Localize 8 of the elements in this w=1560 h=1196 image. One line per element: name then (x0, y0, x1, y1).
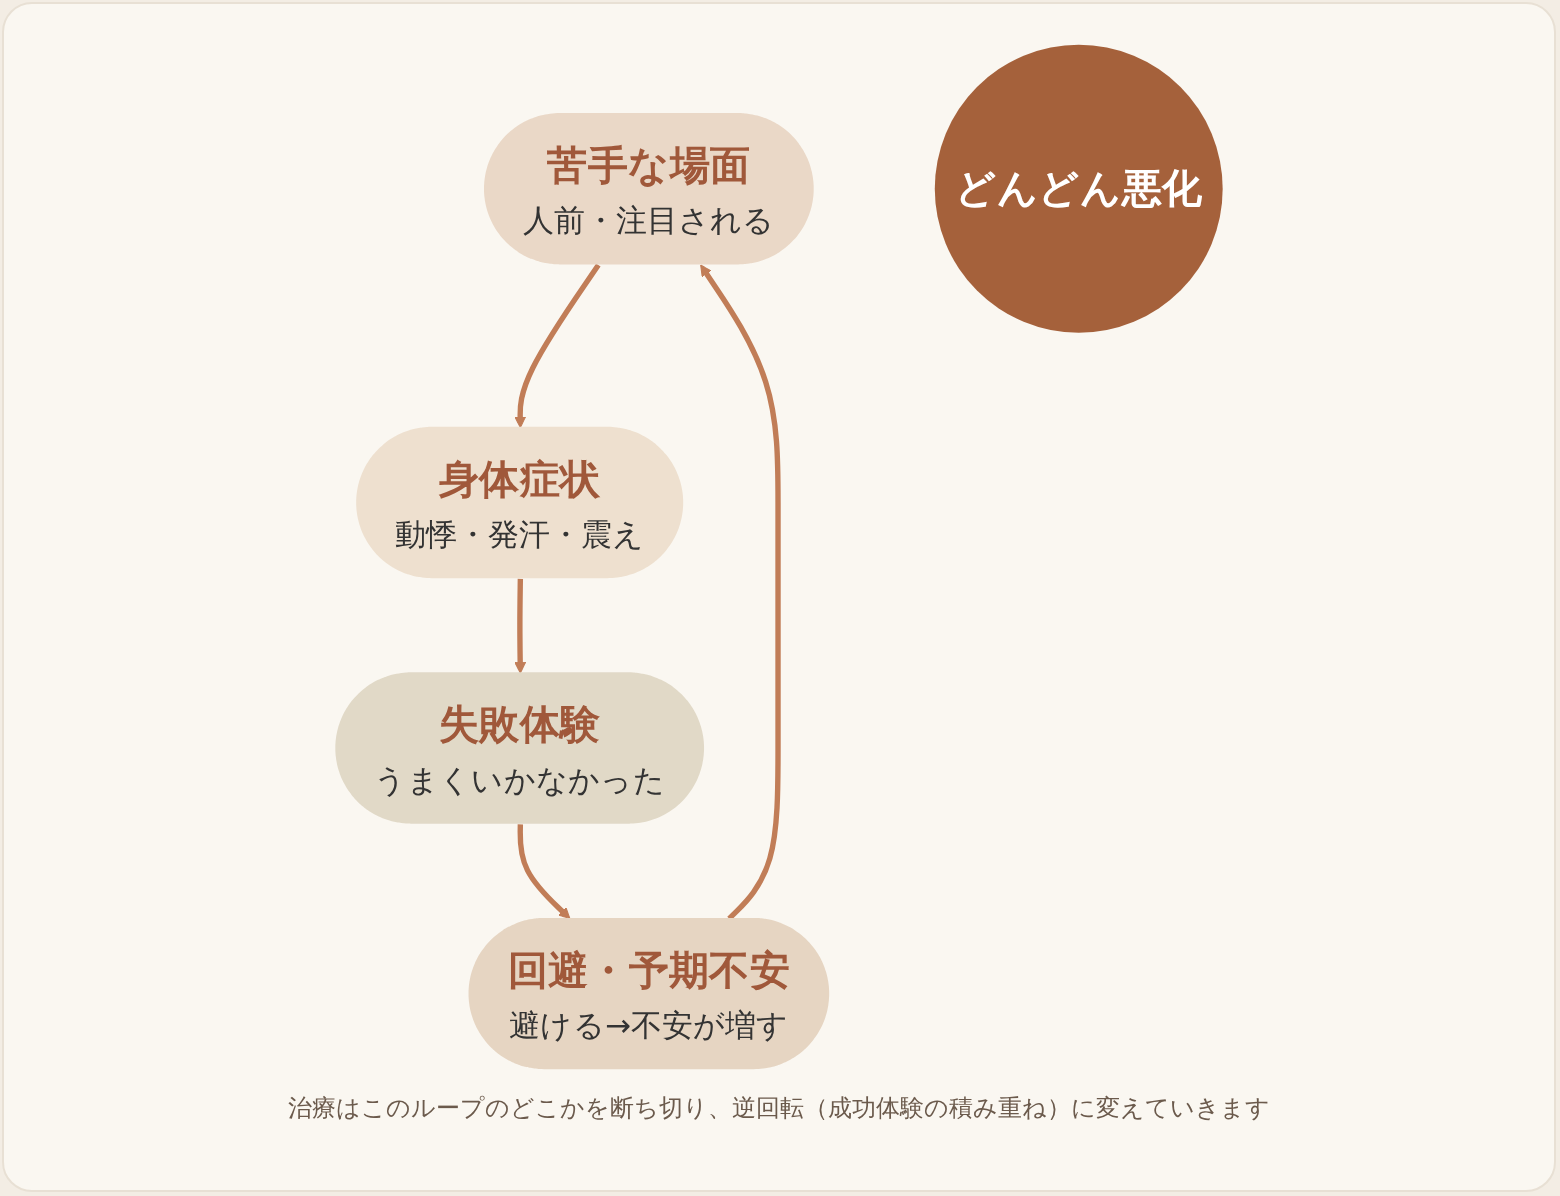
node-box: 回避・予期不安 避ける→不安が増す (468, 917, 830, 1070)
arrow (514, 578, 527, 674)
node-circle: どんどん悪化 (934, 44, 1223, 333)
arrow (514, 263, 601, 429)
node-box: 苦手な場面 人前・注目される (484, 113, 814, 265)
node-box: 失敗体験 うまくいかなかった (335, 672, 705, 824)
caption-text: 治療はこのループのどこかを断ち切り、逆回転（成功体験の積み重ね）に変えていきます (288, 1093, 1270, 1124)
arrow (517, 824, 571, 920)
